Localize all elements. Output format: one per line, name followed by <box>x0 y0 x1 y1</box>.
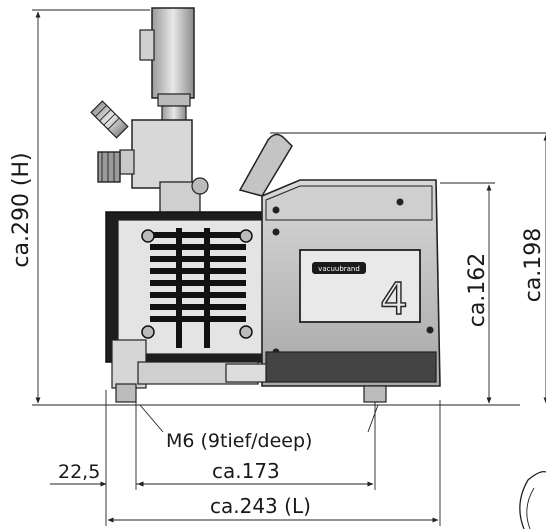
valve-block <box>97 119 209 215</box>
motor-body: vacuubrand 4 <box>225 179 441 403</box>
hose-connector <box>90 100 129 139</box>
cooling-grille <box>150 232 246 322</box>
width-173-label: ca.173 <box>212 459 280 483</box>
pump-illustration: vacuubrand 4 <box>90 7 441 403</box>
carry-handle <box>238 133 293 197</box>
height-label: ca.290 (H) <box>9 152 34 267</box>
background-object <box>519 471 546 529</box>
length-243-label: ca.243 (L) <box>210 494 311 518</box>
exhaust-cylinder <box>139 7 195 127</box>
model-number: 4 <box>380 274 408 325</box>
dimension-labels: ca.290 (H) ca.198 ca.162 M6 (9tief/deep)… <box>9 152 546 518</box>
brand-badge-text: vacuubrand <box>318 265 360 273</box>
thread-note-label: M6 (9tief/deep) <box>166 430 312 452</box>
brand-badge <box>312 262 366 274</box>
offset-label: 22,5 <box>58 461 100 483</box>
height-162-label: ca.162 <box>465 253 490 328</box>
dimension-lines <box>32 9 546 526</box>
height-198-label: ca.198 <box>521 228 546 303</box>
